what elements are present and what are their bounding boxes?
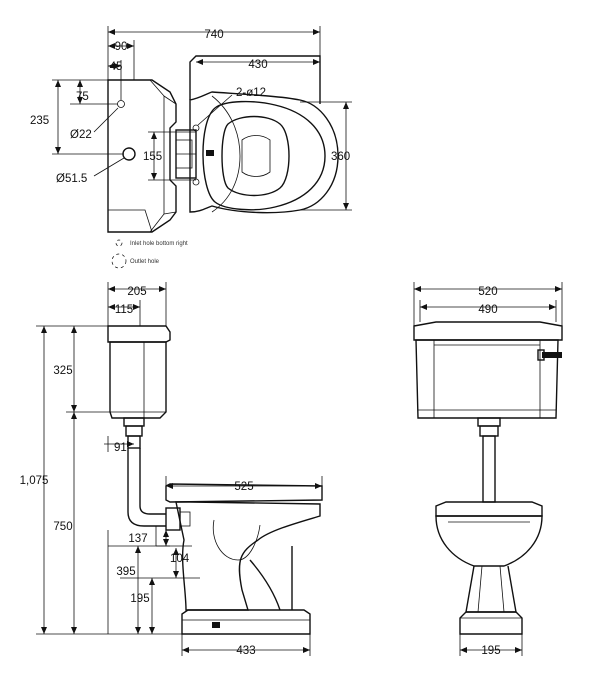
pan-side — [165, 483, 323, 635]
dim-195-side: 195 — [130, 593, 149, 605]
side-view: 205 115 325 1,075 750 91 525 137 — [20, 282, 323, 657]
dim-235: 235 — [30, 115, 49, 127]
dim-1075: 1,075 — [20, 475, 49, 487]
dim-433: 433 — [236, 645, 255, 657]
dim-205: 205 — [127, 286, 146, 298]
flush-pipe-front — [477, 417, 501, 503]
flush-pipe-bracket — [175, 129, 197, 179]
dim-outlet-diameter: Ø51.5 — [56, 173, 87, 185]
dim-104: 104 — [170, 553, 190, 565]
dim-inlet-diameter: Ø22 — [70, 129, 92, 141]
flush-handle — [537, 349, 562, 361]
outlet-legend-icon — [111, 253, 127, 269]
inlet-hole — [117, 100, 125, 108]
outlet-hole — [122, 147, 136, 161]
dim-360: 360 — [331, 151, 350, 163]
dim-740: 740 — [204, 29, 223, 41]
dim-137: 137 — [128, 533, 147, 545]
dim-91: 91 — [114, 442, 127, 454]
top-view-dimensions: 740 90 45 430 2-ø12 235 75 Ø22 155 — [30, 26, 352, 211]
dim-75: 75 — [76, 91, 89, 103]
dim-520: 520 — [478, 286, 497, 298]
dim-325: 325 — [53, 365, 72, 377]
legend-inlet: Inlet hole bottom right — [130, 241, 188, 247]
dim-fixing-holes: 2-ø12 — [236, 87, 266, 99]
cistern-side — [107, 325, 171, 419]
legend-outlet: Outlet hole — [130, 259, 160, 265]
dim-430: 430 — [248, 59, 267, 71]
fixing-hole-bottom — [192, 178, 200, 186]
fixing-hole-top — [192, 124, 200, 132]
toilet-seat-plan — [189, 55, 339, 214]
cistern-plan — [107, 79, 177, 233]
pan-front — [435, 501, 543, 635]
dim-750: 750 — [53, 521, 72, 533]
hole-legend: Inlet hole bottom right Outlet hole — [111, 239, 188, 269]
front-view: 520 490 195 — [413, 282, 563, 657]
dim-195-front: 195 — [481, 645, 500, 657]
dim-525: 525 — [234, 481, 253, 493]
front-view-dimensions: 520 490 195 — [413, 282, 563, 657]
flush-pipe-side — [123, 417, 191, 531]
side-view-dimensions: 205 115 325 1,075 750 91 525 137 — [20, 282, 323, 657]
dim-115: 115 — [115, 304, 133, 316]
dim-90: 90 — [115, 41, 128, 53]
dim-45: 45 — [110, 61, 123, 73]
cistern-front — [413, 321, 563, 419]
top-view: 740 90 45 430 2-ø12 235 75 Ø22 155 — [30, 26, 352, 269]
dim-490: 490 — [478, 304, 497, 316]
dim-395: 395 — [116, 566, 135, 578]
dim-155: 155 — [143, 151, 162, 163]
inlet-legend-icon — [115, 239, 123, 247]
